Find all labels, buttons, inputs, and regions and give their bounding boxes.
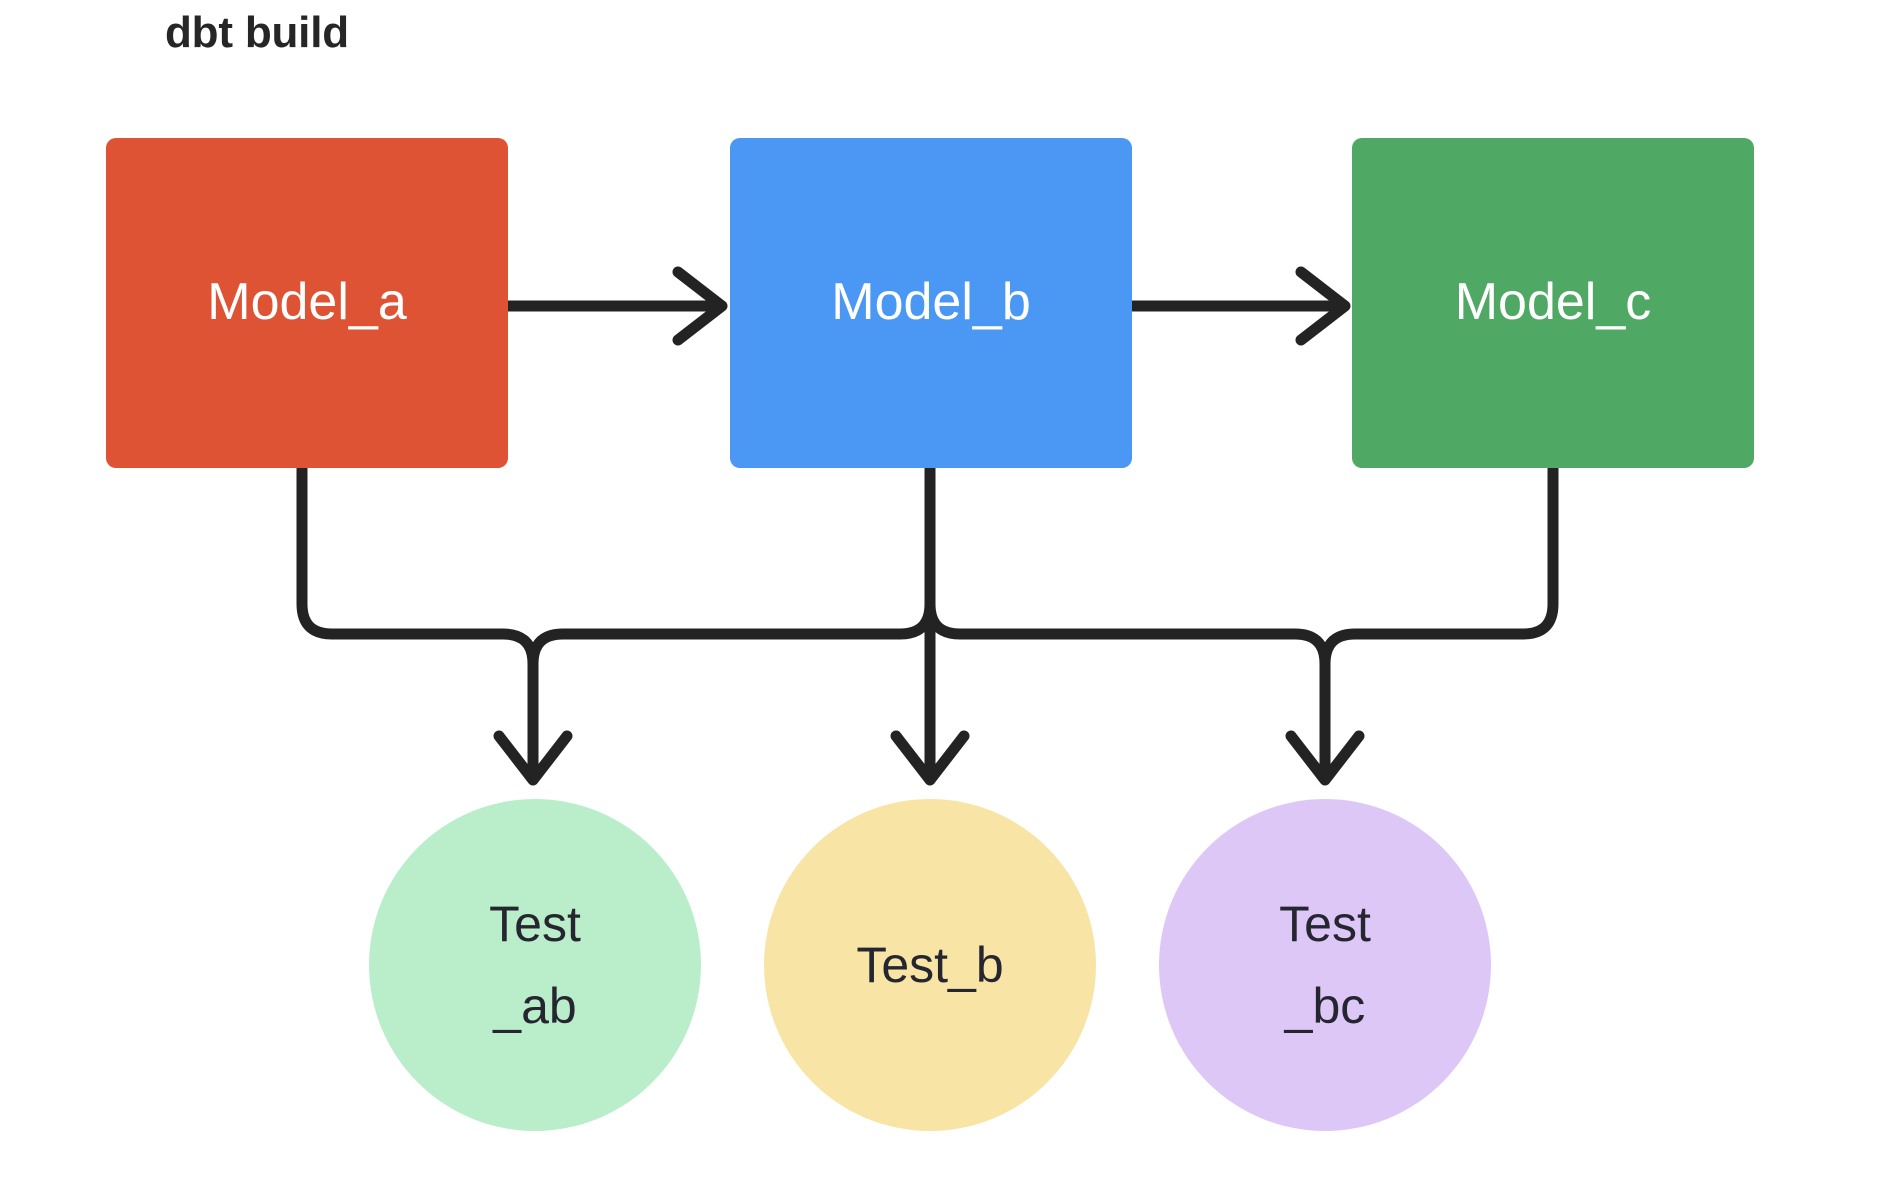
edge-model-a-to-test-ab (296, 462, 539, 778)
arrowhead-to-test-b (890, 730, 970, 786)
edge-model-c-to-test-bc (1319, 462, 1559, 670)
node-model-a-label: Model_a (207, 273, 407, 332)
node-model-a[interactable]: Model_a (106, 138, 508, 468)
node-test-bc[interactable]: Test _bc (1159, 799, 1491, 1131)
node-test-b-label: Test_b (856, 936, 1004, 993)
edge-model-b-to-test-ab (527, 462, 936, 670)
arrowhead-model-b-to-model-c (1295, 266, 1351, 346)
node-model-c-label: Model_c (1454, 273, 1652, 332)
edge-model-b-to-test-bc (924, 598, 1331, 778)
arrowhead-to-test-bc (1285, 730, 1365, 786)
arrowhead-to-test-ab (493, 730, 573, 786)
node-model-b-label: Model_b (831, 273, 1031, 332)
node-model-b[interactable]: Model_b (730, 138, 1132, 468)
diagram-title: dbt build (165, 8, 349, 57)
node-test-ab[interactable]: Test _ab (369, 799, 701, 1131)
node-test-ab-label: Test _ab (489, 895, 581, 1035)
node-test-b[interactable]: Test_b (764, 799, 1096, 1131)
node-model-c[interactable]: Model_c (1352, 138, 1754, 468)
arrowhead-model-a-to-model-b (672, 266, 728, 346)
node-test-bc-label: Test _bc (1279, 895, 1371, 1035)
